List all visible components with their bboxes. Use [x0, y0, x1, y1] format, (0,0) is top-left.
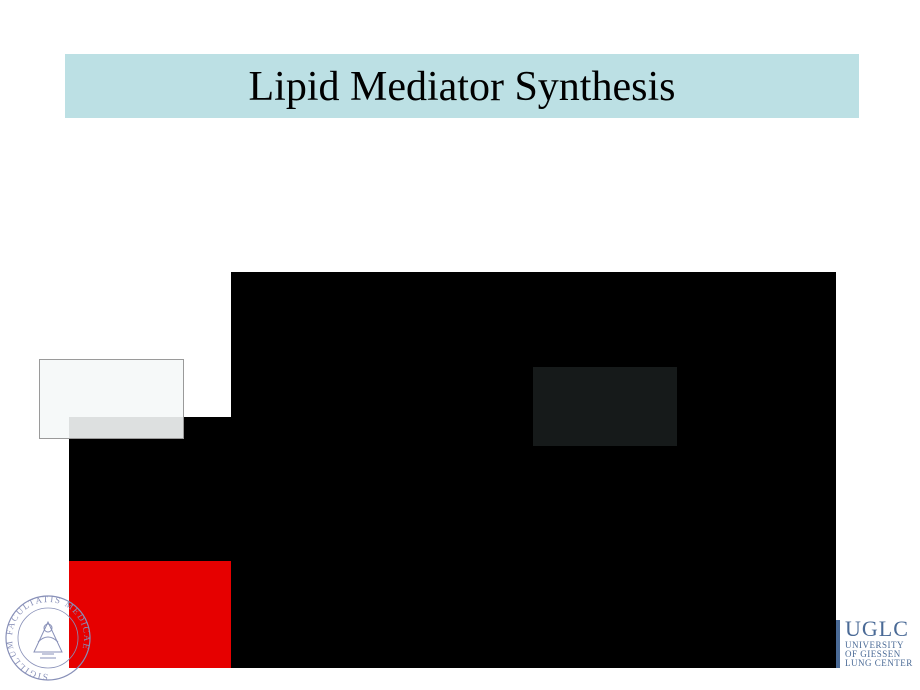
dark-gray-box — [533, 367, 677, 446]
image-placeholder-left — [69, 417, 231, 561]
slide-title: Lipid Mediator Synthesis — [248, 64, 676, 110]
uglc-logo-line2: OF GIESSEN — [845, 649, 901, 659]
title-bar: Lipid Mediator Synthesis — [65, 54, 859, 118]
uglc-logo-main: UGLC — [845, 616, 909, 641]
uglc-logo: UGLC UNIVERSITY OF GIESSEN LUNG CENTER — [826, 618, 920, 674]
light-overlay-box — [39, 359, 184, 439]
uglc-logo-line3: LUNG CENTER — [845, 658, 913, 668]
uglc-logo-bar — [836, 620, 840, 668]
red-highlight-box — [69, 561, 231, 668]
svg-text:SIGILLUM FACULTATIS MEDICAE: SIGILLUM FACULTATIS MEDICAE — [4, 594, 92, 682]
seal-ring-text: SIGILLUM FACULTATIS MEDICAE — [4, 594, 91, 682]
uglc-logo-line1: UNIVERSITY — [845, 640, 904, 650]
image-placeholder-main — [231, 272, 836, 668]
university-seal-icon: SIGILLUM FACULTATIS MEDICAE — [4, 594, 92, 682]
